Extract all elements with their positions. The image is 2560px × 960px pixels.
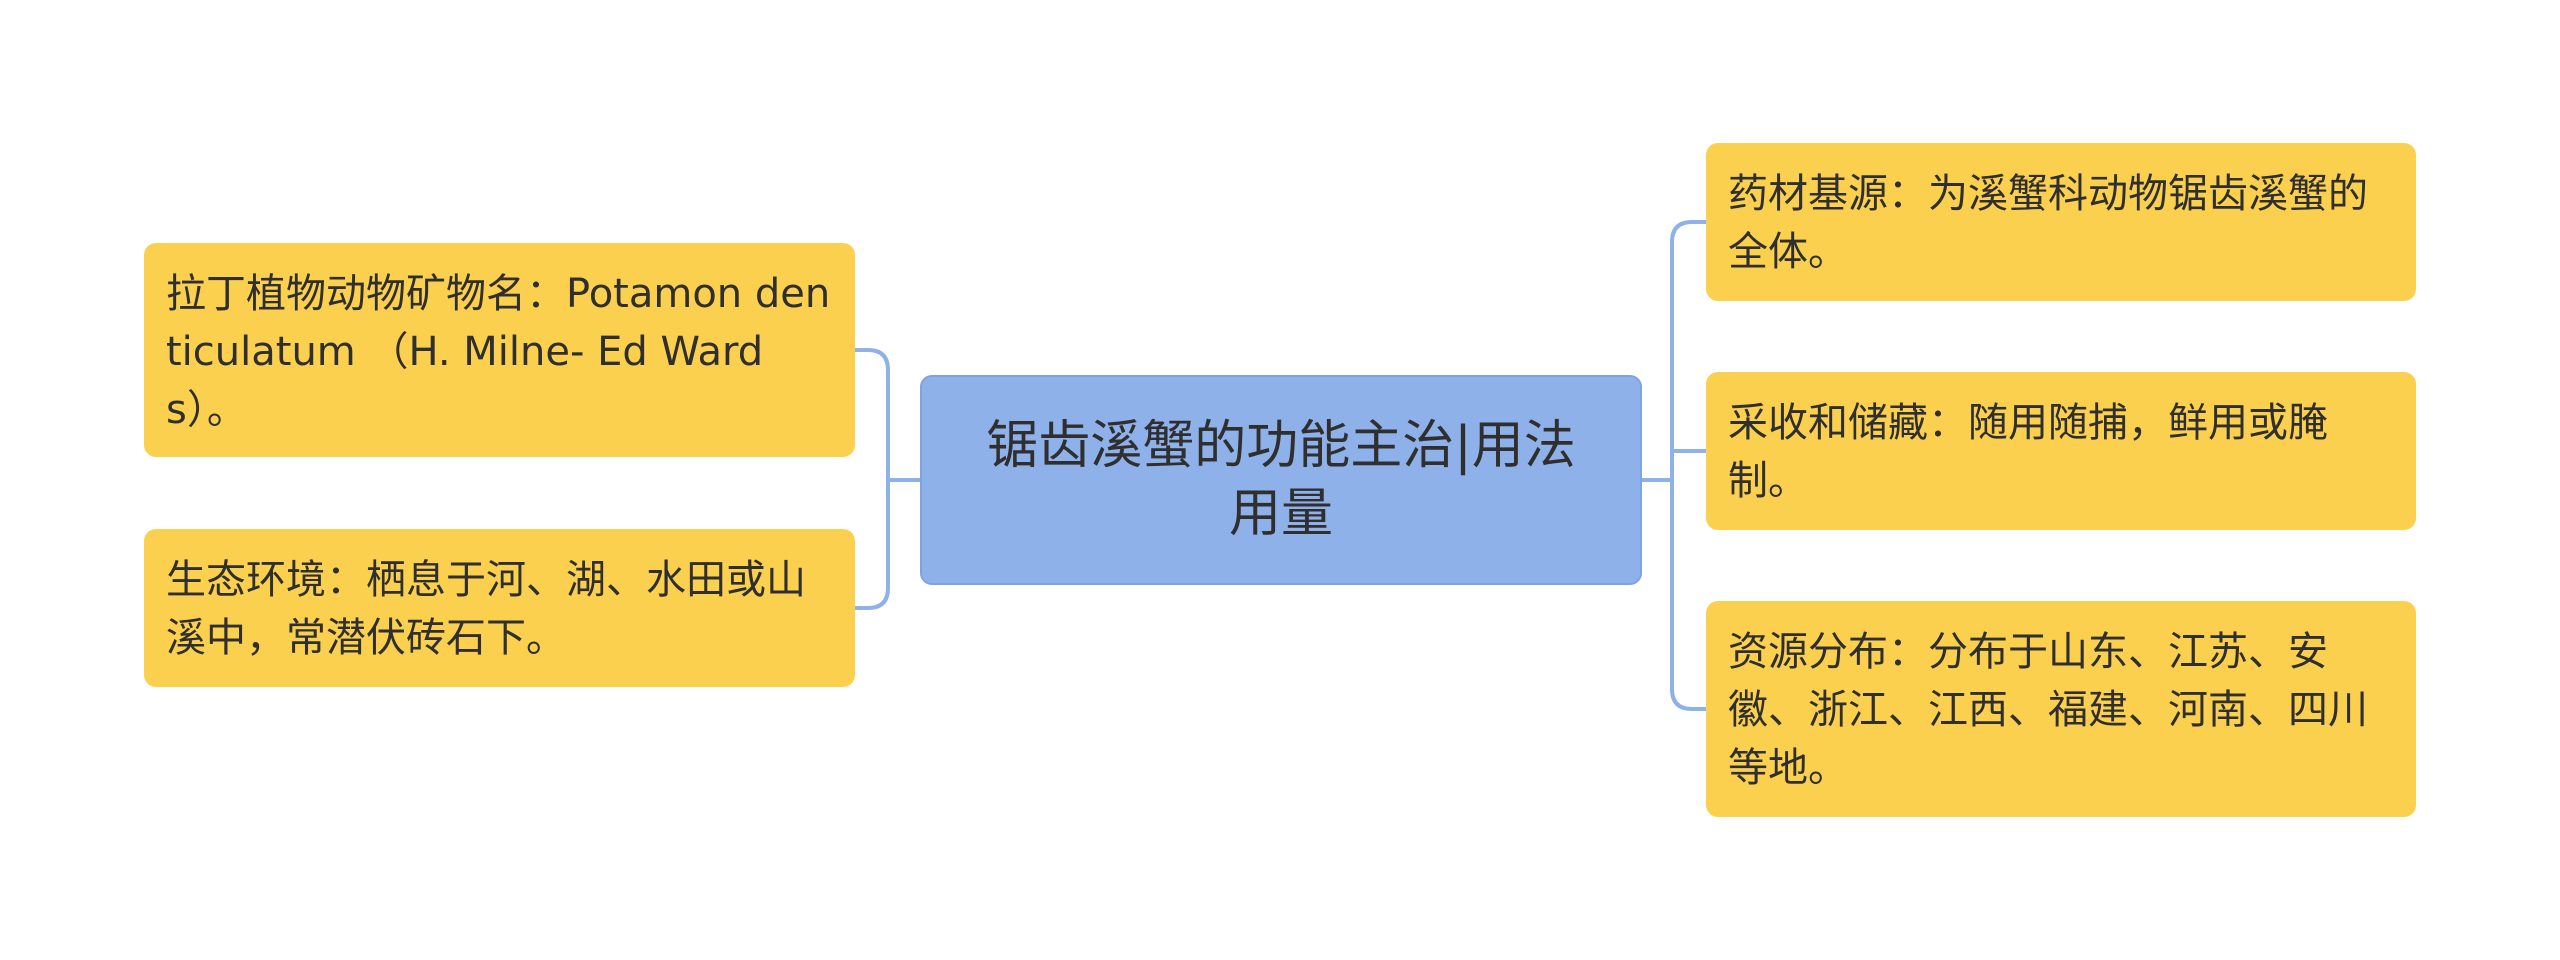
topic-latin-name[interactable]: 拉丁植物动物矿物名：Potamon denticulatum （H. Milne… <box>144 243 855 457</box>
central-topic-label: 锯齿溪蟹的功能主治|用法用量 <box>986 416 1576 544</box>
topic-habitat[interactable]: 生态环境：栖息于河、湖、水田或山溪中，常潜伏砖石下。 <box>144 529 855 687</box>
topic-harvest-storage-label: 采收和储藏：随用随捕，鲜用或腌制。 <box>1728 400 2328 504</box>
topic-source-label: 药材基源：为溪蟹科动物锯齿溪蟹的全体。 <box>1728 171 2368 275</box>
topic-distribution-label: 资源分布：分布于山东、江苏、安徽、浙江、江西、福建、河南、四川等地。 <box>1728 629 2368 791</box>
topic-source[interactable]: 药材基源：为溪蟹科动物锯齿溪蟹的全体。 <box>1706 143 2416 301</box>
topic-harvest-storage[interactable]: 采收和储藏：随用随捕，鲜用或腌制。 <box>1706 372 2416 530</box>
topic-distribution[interactable]: 资源分布：分布于山东、江苏、安徽、浙江、江西、福建、河南、四川等地。 <box>1706 601 2416 817</box>
topic-latin-name-label: 拉丁植物动物矿物名：Potamon denticulatum （H. Milne… <box>166 271 831 433</box>
central-topic[interactable]: 锯齿溪蟹的功能主治|用法用量 <box>920 375 1642 585</box>
connector-right-branch-1 <box>1670 220 1706 480</box>
connector-right-branch-3 <box>1670 480 1706 711</box>
topic-habitat-label: 生态环境：栖息于河、湖、水田或山溪中，常潜伏砖石下。 <box>166 557 806 661</box>
connector-left-branch-2 <box>855 480 890 610</box>
connector-left-branch-1 <box>855 348 890 480</box>
